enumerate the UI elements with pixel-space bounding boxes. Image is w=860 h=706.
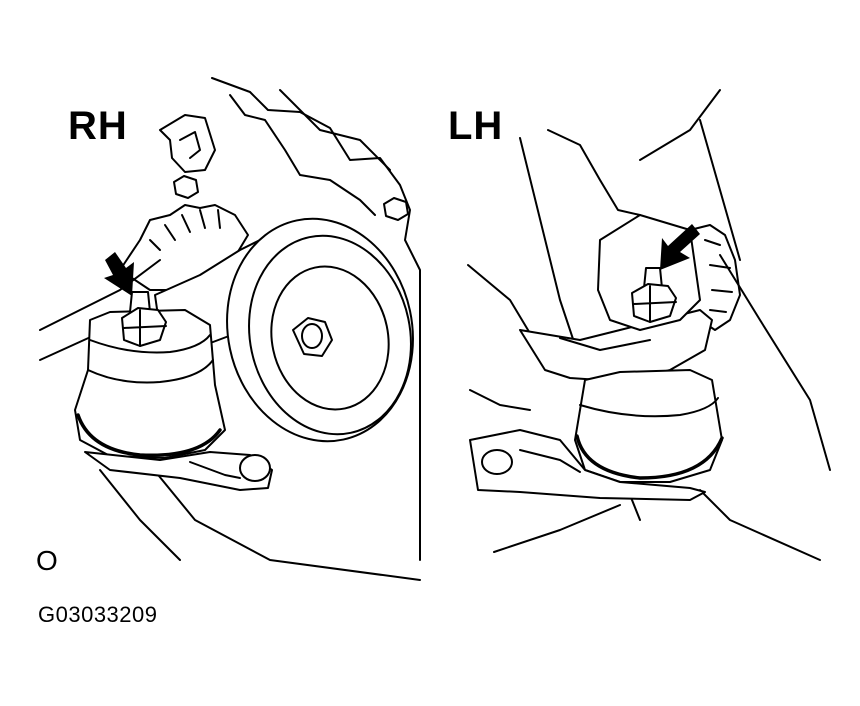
lh-label: LH	[448, 104, 504, 148]
rh-arrow-icon	[104, 252, 134, 296]
rh-label: RH	[68, 104, 128, 148]
lh-arrow-icon	[660, 224, 700, 270]
corner-mark: O	[36, 545, 58, 576]
lh-view	[467, 89, 831, 561]
rh-view	[39, 77, 421, 581]
figure-id: G03033209	[38, 602, 158, 627]
